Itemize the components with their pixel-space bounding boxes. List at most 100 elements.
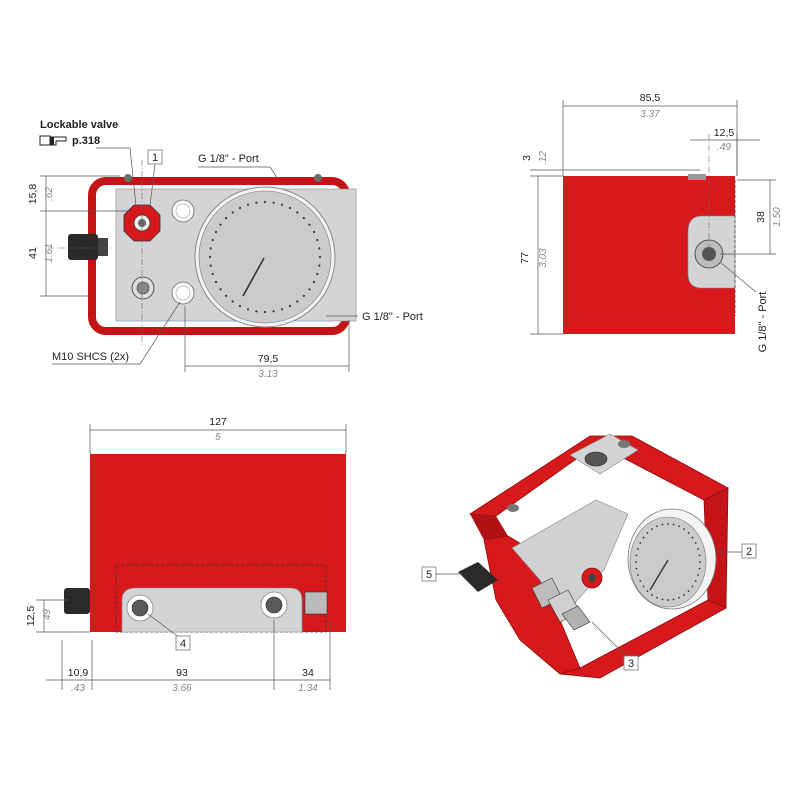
frame-bolt	[314, 174, 322, 182]
top-bolt	[507, 504, 519, 512]
dim-127-inch: 5	[215, 432, 221, 443]
side-view: 85,5 3.37 12,5 .49 3 .12 77 3.03 38 1.50…	[519, 92, 783, 352]
gauge-tick	[308, 288, 311, 291]
port-hole-inner	[175, 203, 191, 219]
dim-38: 38	[755, 211, 767, 223]
dim-12-5-inch: .49	[717, 142, 731, 153]
dim-79-5: 79,5	[258, 353, 279, 365]
frame-bottom	[559, 599, 727, 679]
dim-3-inch: .12	[538, 151, 549, 165]
dim-12-5-bottom-inch: .49	[42, 609, 53, 623]
dim-15-8-inch: .62	[44, 187, 55, 201]
gauge-tick	[219, 223, 222, 226]
port-hole-inner	[175, 285, 191, 301]
dim-79-5-inch: 3.13	[258, 369, 278, 380]
dim-34: 34	[302, 667, 314, 679]
gauge-tick	[288, 304, 292, 308]
gauge-tick	[208, 255, 212, 259]
gauge-tick	[231, 211, 234, 214]
gauge-tick	[302, 217, 305, 220]
gauge-tick	[316, 238, 319, 242]
callout-1: 1	[152, 152, 158, 164]
gauge-tick	[651, 528, 653, 530]
gauge-tick	[651, 594, 653, 596]
screw-label: M10 SHCS (2x)	[52, 351, 129, 363]
dim-38-inch: 1.50	[772, 207, 783, 227]
gauge-tick	[246, 308, 250, 311]
gauge-tick	[646, 531, 649, 534]
gauge-tick	[238, 304, 242, 308]
dim-77: 77	[519, 252, 531, 264]
port-label-right: G 1/8" - Port	[362, 311, 423, 323]
callout-5: 5	[426, 569, 432, 581]
dim-12-5-bottom: 12,5	[25, 606, 37, 627]
gauge-tick	[318, 264, 321, 267]
gauge-tick	[263, 200, 267, 204]
callout-box	[175, 635, 191, 651]
quick-coupling	[531, 577, 591, 631]
screw-head	[131, 599, 149, 617]
gauge-tick	[639, 580, 642, 582]
bottom-view: 127 5 12,5 .49 10,9 .43 93 3.66 34 1.34 …	[25, 416, 347, 694]
iso-valve-center	[588, 574, 596, 582]
isometric-view: 2 3 5	[421, 433, 757, 679]
gauge-tick	[661, 598, 664, 601]
gauge-tick	[246, 203, 250, 206]
port-label-side: G 1/8" - Port	[757, 292, 769, 353]
gauge-tick	[637, 574, 639, 576]
gauge-tick	[635, 561, 637, 563]
dim-85-5-inch: 3.37	[640, 109, 660, 120]
gauge-tick	[672, 523, 675, 526]
gauge-tick	[225, 217, 228, 220]
gauge-tick	[231, 300, 234, 303]
frame-edge	[470, 514, 508, 540]
gauge-tick	[642, 536, 645, 539]
gauge-tick	[667, 599, 669, 601]
port-label-top: G 1/8" - Port	[198, 153, 259, 165]
gauge-tick	[209, 247, 212, 250]
gauge-tick	[691, 585, 694, 588]
gauge-tick	[263, 310, 267, 314]
gauge-tick	[255, 310, 258, 313]
gauge-tick	[698, 554, 701, 557]
iso-gauge-face	[629, 516, 707, 608]
gauge-tick	[318, 247, 321, 250]
dim-41: 41	[27, 247, 39, 259]
gauge-tick	[656, 525, 658, 528]
gauge-tick	[683, 594, 685, 596]
pointing-hand-icon	[39, 135, 67, 146]
gauge-tick	[678, 596, 680, 599]
dim-41-inch: 1.61	[44, 243, 55, 262]
gauge-tick	[312, 280, 316, 284]
callout-box	[623, 655, 639, 671]
gauge-tick	[280, 203, 284, 206]
gauge-tick	[637, 548, 639, 550]
dim-12-5: 12,5	[714, 127, 735, 139]
gauge-tick	[225, 294, 228, 297]
dim-15-8: 15,8	[27, 184, 39, 205]
gauge-tick	[312, 230, 316, 234]
gauge-tick	[296, 211, 299, 214]
dim-127: 127	[209, 416, 227, 428]
gauge-tick	[687, 590, 690, 593]
callout-2: 2	[746, 546, 752, 558]
gauge-tick	[667, 523, 669, 525]
screw-head	[265, 596, 283, 614]
gauge-tick	[691, 536, 694, 539]
frame-bolt	[124, 174, 132, 182]
electrical-connector	[68, 234, 98, 260]
gauge-tick	[280, 308, 284, 311]
dim-34-inch: 1.34	[298, 683, 318, 694]
gauge-tick	[656, 596, 658, 599]
iso-gauge-scale	[635, 523, 701, 601]
lockable-valve-label: Lockable valve	[40, 119, 118, 131]
gauge-tick	[697, 574, 699, 576]
gauge-tick	[318, 255, 322, 259]
gauge-tick	[272, 310, 275, 313]
gauge-tick	[288, 206, 292, 210]
callout-box	[421, 566, 437, 582]
gauge-tick	[211, 272, 214, 276]
gauge-tick	[296, 300, 299, 303]
gauge-tick	[697, 548, 699, 550]
connector-neck	[98, 238, 108, 256]
